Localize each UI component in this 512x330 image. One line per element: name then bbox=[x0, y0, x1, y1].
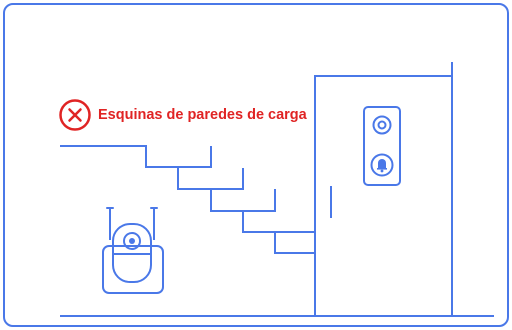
bell-icon bbox=[370, 153, 394, 177]
x-circle-icon bbox=[59, 99, 91, 131]
security-camera-icon bbox=[102, 207, 164, 294]
door-frame bbox=[314, 75, 453, 316]
staircase bbox=[60, 145, 316, 254]
video-doorbell-icon bbox=[363, 106, 401, 186]
warning-label: Esquinas de paredes de carga bbox=[98, 107, 307, 123]
camera-lens-icon bbox=[372, 115, 392, 135]
diagram-card bbox=[3, 3, 509, 327]
warning-callout: Esquinas de paredes de carga bbox=[58, 98, 307, 132]
